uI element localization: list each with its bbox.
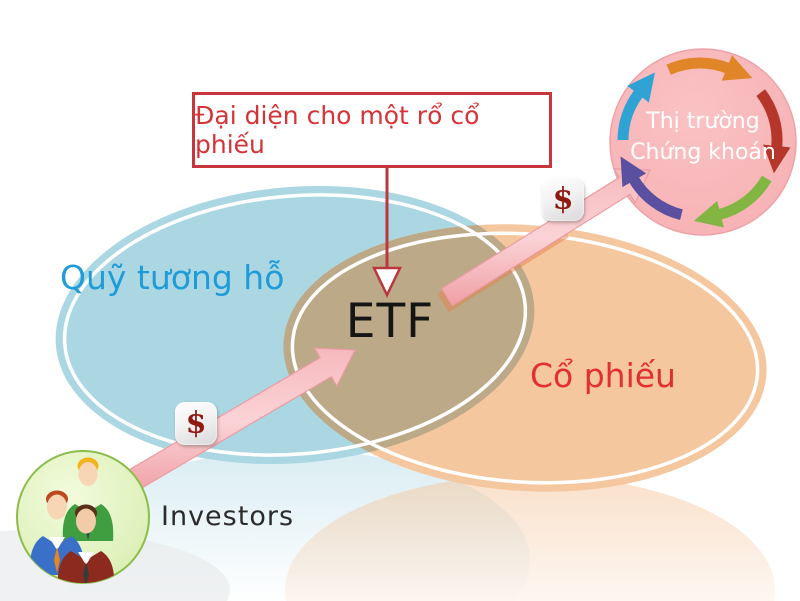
dollar-icon: $ (552, 182, 574, 217)
etf-label: ETF (345, 294, 435, 349)
investor-person-maroon-icon (57, 504, 115, 583)
stock-market-label-line1: Thị trường (646, 109, 760, 134)
dollar-badge-market: $ (542, 178, 584, 221)
cycle-arrow-top-icon (666, 55, 753, 81)
mutual-fund-inner-stroke (62, 193, 528, 457)
dollar-icon: $ (185, 406, 207, 441)
investors-to-etf-arrow (118, 347, 356, 496)
callout-text: Đại diện cho một rổ cổ phiếu (195, 101, 480, 159)
mutual-fund-label: Quỹ tương hỗ (60, 258, 285, 297)
callout-box: Đại diện cho một rổ cổ phiếu (192, 92, 552, 168)
stocks-label: Cổ phiếu (530, 356, 676, 395)
cycle-arrow-bottom-right-icon (693, 175, 772, 228)
stocks-reflection (285, 475, 775, 601)
stock-market-circle (609, 48, 797, 236)
callout-arrowhead-icon (372, 266, 402, 298)
cycle-arrow-right-icon (756, 89, 791, 174)
investors-label: Investors (161, 501, 295, 532)
stock-market-label-line2: Chứng khoán (630, 140, 776, 166)
callout-connector-line (385, 162, 389, 268)
dollar-badge-investors: $ (175, 402, 217, 445)
stock-market-label: Thị trường Chứng khoán (623, 106, 783, 168)
cycle-arrow-left-icon (617, 72, 655, 141)
cycle-arrow-bottom-left-icon (620, 156, 683, 221)
